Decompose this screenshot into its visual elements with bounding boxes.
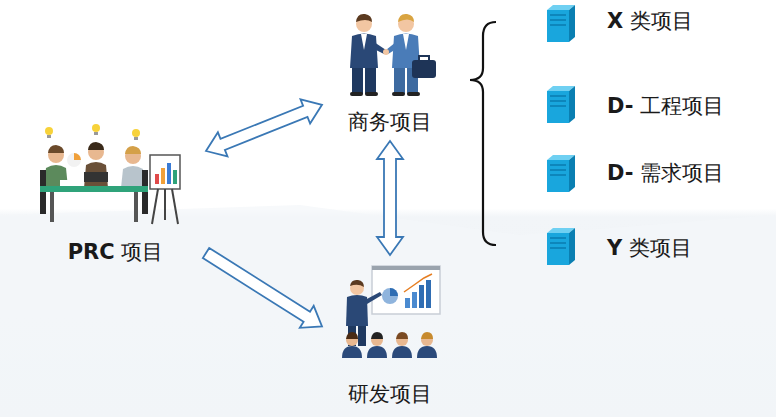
meeting-node: PRC 项目: [28, 118, 203, 268]
node-label: 商务项目: [348, 110, 432, 134]
server-icon: [547, 86, 575, 123]
node-label: D- 工程项目: [607, 94, 724, 118]
server-icon: [547, 5, 575, 42]
server-icon: [547, 228, 575, 265]
server-icon: [547, 155, 575, 192]
node-label: Y 类项目: [607, 236, 692, 260]
node-label: X 类项目: [607, 9, 693, 33]
presentation-figure: [342, 266, 440, 358]
hollow-arrow: [206, 99, 322, 156]
node-label: PRC 项目: [68, 240, 164, 264]
brace: [470, 22, 496, 245]
handshake-figure: [350, 14, 436, 96]
node-label: D- 需求项目: [607, 161, 724, 185]
hollow-arrow: [203, 248, 322, 328]
category-node: D- 工程项目: [605, 90, 765, 122]
business-node: 商务项目: [325, 5, 455, 138]
meeting-figure: [40, 124, 180, 224]
category-node: X 类项目: [605, 5, 765, 37]
category-node: Y 类项目: [605, 232, 765, 264]
hollow-arrow: [377, 141, 403, 255]
rnd-node: 研发项目: [325, 258, 455, 410]
node-label: 研发项目: [348, 382, 432, 406]
category-node: D- 需求项目: [605, 157, 765, 189]
